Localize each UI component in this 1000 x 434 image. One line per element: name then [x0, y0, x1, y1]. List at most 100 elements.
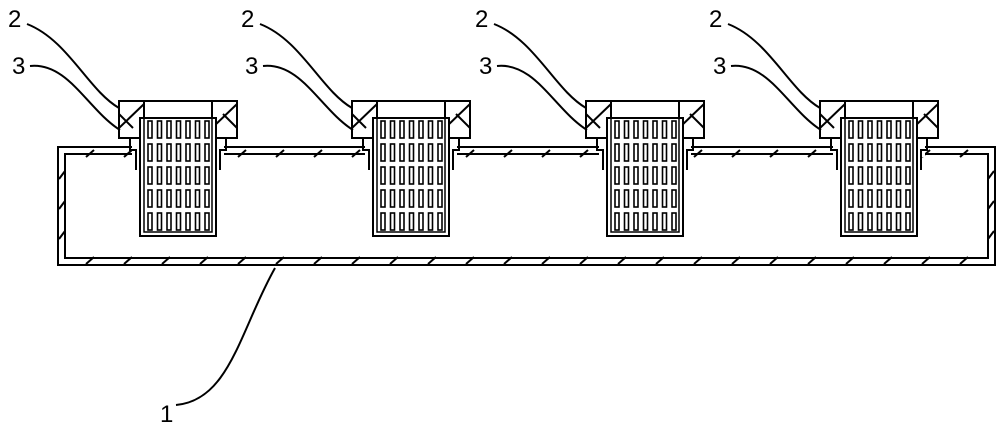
filter-slot [408, 189, 415, 208]
label-seal: 3 [713, 53, 726, 80]
filter-slot [185, 143, 191, 162]
filter-slot [437, 143, 443, 162]
leader-line-seal [730, 64, 822, 131]
filter-slot [147, 166, 153, 185]
filter-slot [194, 143, 201, 162]
filter-slot [652, 189, 658, 208]
filter-slot [185, 166, 191, 185]
filter-slot [623, 166, 630, 185]
filter-slot [661, 120, 668, 139]
filter-slot [389, 166, 396, 185]
hatch-mark [427, 256, 437, 265]
hatch-mark [85, 149, 95, 158]
filter-slot [147, 120, 153, 139]
filter-slot [427, 120, 434, 139]
filter-slot [156, 120, 163, 139]
filter-slot [633, 212, 639, 231]
filter-slot [156, 189, 163, 208]
filter-slot [194, 120, 201, 139]
hatch-mark [503, 149, 513, 158]
label-seal: 3 [12, 53, 25, 80]
filter-slot [408, 166, 415, 185]
hatch-mark [237, 149, 247, 158]
hatch-mark [959, 256, 969, 265]
filter-slot [399, 212, 405, 231]
filter-slot [848, 166, 854, 185]
filter-slot [876, 212, 883, 231]
filter-slot [437, 120, 443, 139]
filter-slot [418, 120, 424, 139]
leader-line-flange [727, 23, 821, 109]
filter-slot [418, 189, 424, 208]
filter-slot [166, 143, 172, 162]
filter-units [118, 100, 939, 237]
filter-slot [886, 166, 892, 185]
hatch-mark [693, 256, 703, 265]
filter-slot [204, 189, 210, 208]
filter-unit [819, 100, 939, 237]
hatch-mark [617, 256, 627, 265]
filter-slot [204, 166, 210, 185]
label-flange: 2 [241, 6, 254, 33]
filter-slot [848, 189, 854, 208]
hatch-mark [579, 149, 589, 158]
filter-slot [399, 143, 405, 162]
hatch-mark [921, 256, 931, 265]
filter-slot [204, 212, 210, 231]
filter-slot [614, 143, 620, 162]
filter-slot [156, 212, 163, 231]
filter-slot [848, 143, 854, 162]
filter-slot [614, 212, 620, 231]
hatch-mark [579, 256, 589, 265]
filter-slot [194, 189, 201, 208]
filter-basket-inner [376, 117, 446, 233]
filter-slot [857, 143, 864, 162]
tank-outer-wall [57, 146, 996, 266]
filter-slot [633, 189, 639, 208]
filter-slot [661, 189, 668, 208]
filter-slot [175, 212, 182, 231]
filter-slot [876, 143, 883, 162]
hatch-mark [123, 256, 133, 265]
hatch-mark [807, 149, 817, 158]
filter-slot [671, 212, 677, 231]
filter-slot [194, 212, 201, 231]
hatch-mark [58, 200, 66, 210]
filter-unit [585, 100, 705, 237]
flange-hatch [819, 103, 939, 129]
leader-line-seal [262, 64, 354, 131]
leader-line-seal [496, 64, 588, 131]
hatch-mark [123, 149, 133, 158]
filter-slot [166, 166, 172, 185]
hatch-mark [275, 256, 285, 265]
filter-slot [623, 189, 630, 208]
filter-slot [905, 212, 911, 231]
filter-slot [905, 189, 911, 208]
hatch-mark [769, 256, 779, 265]
filter-unit [118, 100, 238, 237]
filter-slot [175, 189, 182, 208]
label-seal: 3 [479, 53, 492, 80]
seal-ring [362, 138, 460, 170]
filter-slot [418, 212, 424, 231]
hatch-mark [275, 149, 285, 158]
hatch-mark [541, 256, 551, 265]
filter-slot [652, 212, 658, 231]
filter-slot [661, 143, 668, 162]
filter-slot [661, 212, 668, 231]
leader-line-flange [259, 23, 353, 109]
flange-hatch [585, 103, 705, 129]
hatch-mark [731, 149, 741, 158]
filter-slot [185, 120, 191, 139]
filter-slot [652, 166, 658, 185]
label-flange: 2 [8, 6, 21, 33]
filter-slot [867, 120, 873, 139]
hatch-mark [845, 256, 855, 265]
hatch-mark [769, 149, 779, 158]
filter-slot [671, 189, 677, 208]
filter-slot [147, 143, 153, 162]
tank-inner-wall [64, 153, 989, 259]
filter-slot [427, 189, 434, 208]
filter-slot [427, 212, 434, 231]
